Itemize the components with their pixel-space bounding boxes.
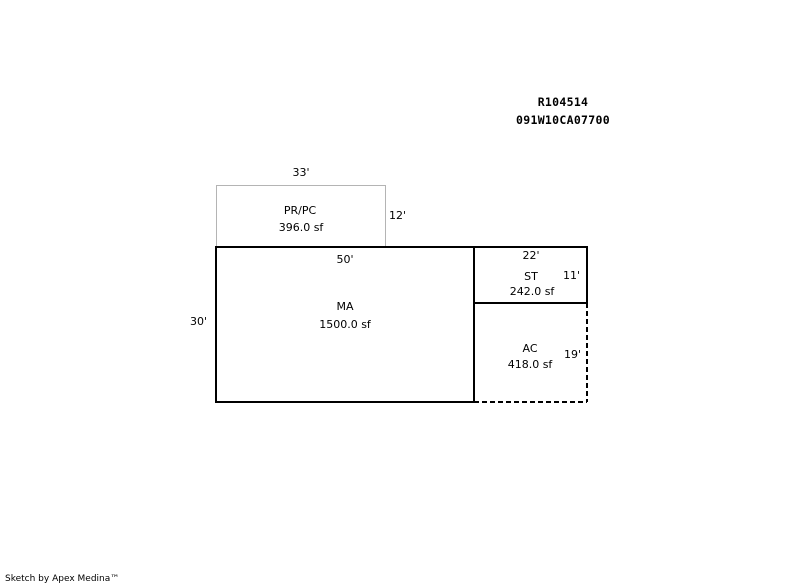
ma-name: MA bbox=[336, 300, 354, 313]
prpc-width-label: 33' bbox=[292, 166, 310, 179]
prpc-size: 396.0 sf bbox=[278, 221, 324, 234]
st-size: 242.0 sf bbox=[509, 285, 555, 298]
ac-name: AC bbox=[522, 342, 538, 355]
st-height-label: 11' bbox=[563, 269, 581, 282]
parcel-identifiers: R104514 091W10CA07700 bbox=[500, 93, 626, 129]
st-name: ST bbox=[524, 270, 538, 283]
st-width-label: 22' bbox=[522, 249, 540, 262]
parcel-id: R104514 bbox=[537, 95, 589, 109]
map-id: 091W10CA07700 bbox=[516, 113, 610, 127]
ma-width-label: 50' bbox=[336, 253, 354, 266]
ma-height-label: 30' bbox=[190, 315, 208, 328]
ac-size: 418.0 sf bbox=[507, 358, 553, 371]
ac-height-label: 19' bbox=[564, 348, 582, 361]
sketch-credit: Sketch by Apex Medina™ bbox=[5, 574, 120, 584]
ma-size: 1500.0 sf bbox=[319, 318, 371, 331]
st-outline bbox=[473, 246, 588, 304]
prpc-name: PR/PC bbox=[283, 204, 317, 217]
prpc-height-label: 12' bbox=[389, 209, 407, 222]
